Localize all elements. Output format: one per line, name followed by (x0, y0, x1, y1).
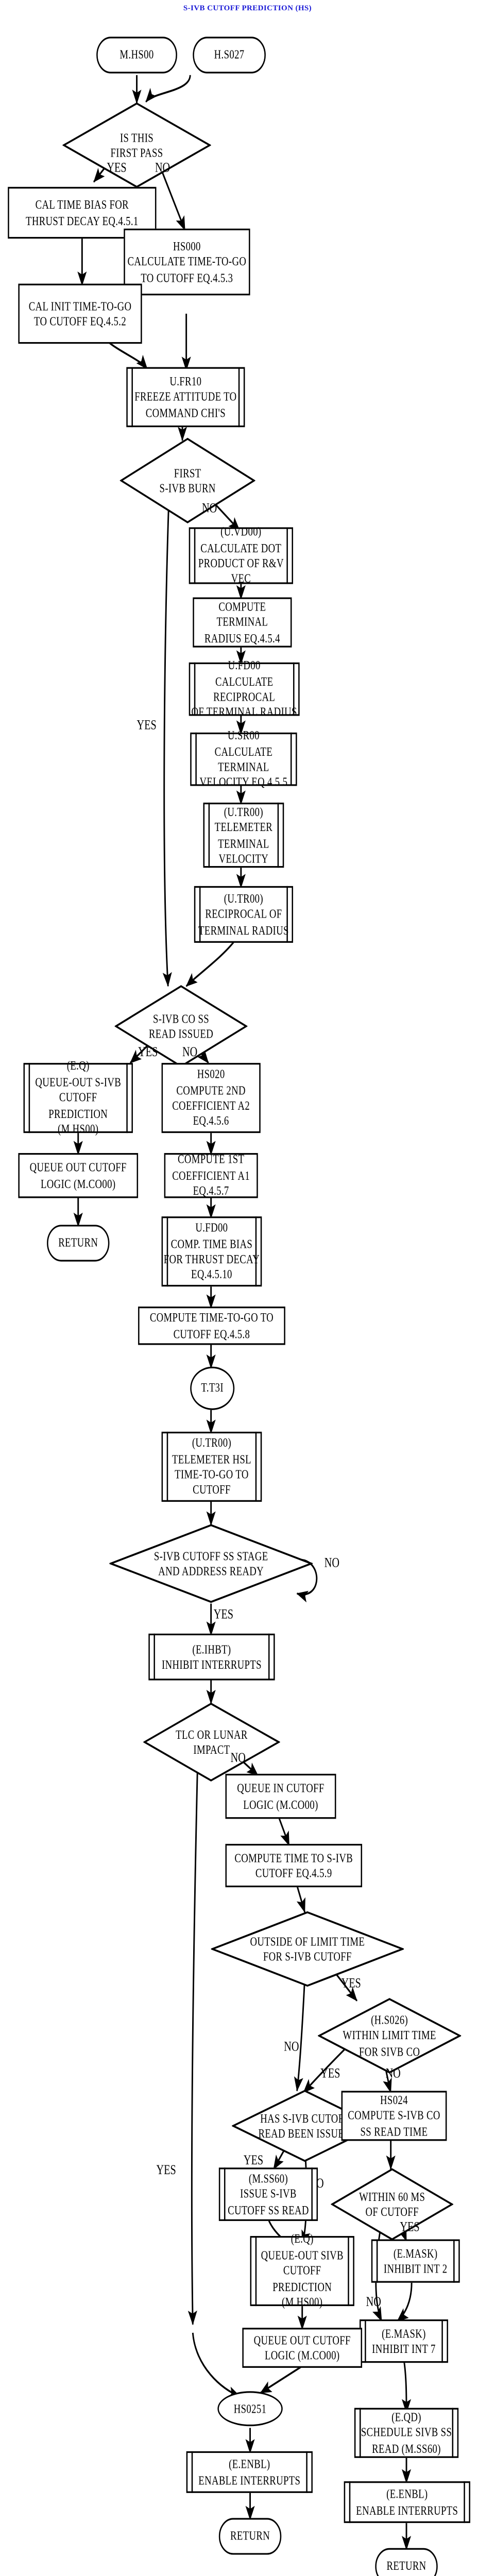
node-label: U.FR10 FREEZE ATTITUDE TO COMMAND CHI'S (134, 373, 237, 420)
node-label: U.SR00 CALCULATE TERMINAL VELOCITY EQ.4.… (199, 727, 288, 790)
node-label: IS THIS FIRST PASS (110, 129, 163, 160)
node-label: (M.SS60) ISSUE S-IVB CUTOFF SS READ (228, 2171, 309, 2217)
node-return-1[interactable]: RETURN (47, 1225, 110, 1262)
edge-label-no-4: NO (324, 1555, 339, 1570)
node-label: (U.TR00) RECIPROCAL OF TERMINAL RADIUS (198, 890, 289, 938)
edge-label-yes-5: YES (341, 1975, 361, 1991)
node-e-mask-inhibit-int-2[interactable]: (E.MASK) INHIBIT INT 2 (371, 2239, 460, 2283)
node-eq-queue-out-sivb-cutoff-prediction-2[interactable]: (E.Q) QUEUE-OUT SIVB CUTOFF PREDICTION (… (250, 2231, 354, 2310)
node-m-hs00[interactable]: M.HS00 (96, 37, 177, 74)
node-cal-init-ttg[interactable]: CAL INIT TIME-TO-GO TO CUTOFF EQ.4.5.2 (18, 283, 142, 344)
node-sivb-co-ss-read-issued[interactable]: S-IVB CO SS READ ISSUED (114, 985, 248, 1068)
node-u-fr10[interactable]: U.FR10 FREEZE ATTITUDE TO COMMAND CHI'S (126, 367, 245, 428)
node-first-sivb-burn[interactable]: FIRST S-IVB BURN (120, 437, 255, 524)
node-u-fd00-comp-time-bias[interactable]: U.FD00 COMP. TIME BIAS FOR THRUST DECAY … (161, 1216, 262, 1287)
node-within-60ms-of-cutoff[interactable]: WITHIN 60 MS OF CUTOFF (331, 2167, 454, 2241)
node-t-t3i[interactable]: T.T3I (190, 1366, 235, 1410)
node-return-3[interactable]: RETURN (375, 2548, 438, 2576)
node-queue-out-cutoff-logic-2[interactable]: QUEUE OUT CUTOFF LOGIC (M.CO00) (242, 2328, 363, 2368)
node-eq-queue-out-sivb-cutoff-prediction[interactable]: (E.Q) QUEUE-OUT S-IVB CUTOFF PREDICTION … (23, 1058, 133, 1137)
node-label: (E.QD) SCHEDULE SIVB SS READ (M.SS60) (361, 2409, 452, 2456)
node-label: OUTSIDE OF LIMIT TIME FOR S-IVB CUTOFF (250, 1933, 365, 1964)
node-label: (U.TR00) TELEMETER TERMINAL VELOCITY (214, 803, 273, 866)
node-label: (E.ENBL) ENABLE INTERRUPTS (198, 2456, 301, 2487)
edge-label-yes-8: YES (400, 2219, 420, 2234)
node-tlc-or-lunar-impact[interactable]: TLC OR LUNAR IMPACT (143, 1702, 280, 1782)
node-label: TLC OR LUNAR IMPACT (176, 1726, 248, 1757)
node-label: (E.MASK) INHIBIT INT 7 (372, 2325, 436, 2357)
node-u-sr00[interactable]: U.SR00 CALCULATE TERMINAL VELOCITY EQ.4.… (190, 727, 297, 790)
node-compute-time-to-sivb-cutoff[interactable]: COMPUTE TIME TO S-IVB CUTOFF EQ.4.5.9 (225, 1843, 363, 1888)
node-hs026-within-limit-time[interactable]: (H.S026) WITHIN LIMIT TIME FOR SIVB CO (318, 1997, 462, 2074)
node-e-ihbt-inhibit-interrupts[interactable]: (E.IHBT) INHIBIT INTERRUPTS (148, 1633, 275, 1681)
node-label: U.FD00 CALCULATE RECIPROCAL OF TERMINAL … (191, 657, 297, 720)
edge-label-yes-1: YES (107, 160, 127, 176)
node-has-sivb-cutoff-read-issued[interactable]: HAS S-IVB CUTOFF READ BEEN ISSUED (232, 2089, 378, 2163)
node-hs0251[interactable]: HS0251 (217, 2391, 283, 2427)
node-label: (E.MASK) INHIBIT INT 2 (383, 2245, 448, 2276)
node-e-mask-inhibit-int-7[interactable]: (E.MASK) INHIBIT INT 7 (359, 2319, 448, 2363)
node-compute-terminal-radius[interactable]: COMPUTE TERMINAL RADIUS EQ.4.5.4 (193, 597, 292, 648)
node-label: S-IVB CO SS READ ISSUED (148, 1010, 214, 1042)
node-compute-1st-coefficient[interactable]: COMPUTE 1ST COEFFICIENT A1 EQ.4.5.7 (164, 1152, 258, 1198)
node-outside-limit-time[interactable]: OUTSIDE OF LIMIT TIME FOR S-IVB CUTOFF (211, 1910, 404, 1987)
node-is-first-pass[interactable]: IS THIS FIRST PASS (62, 102, 211, 189)
edge-label-no-7: NO (385, 2065, 401, 2081)
node-e-enbl-enable-interrupts-2[interactable]: (E.ENBL) ENABLE INTERRUPTS (344, 2481, 470, 2523)
node-label: (U.VD00) CALCULATE DOT PRODUCT OF R&V VE… (198, 524, 284, 587)
edge-label-no-6: NO (284, 2039, 299, 2055)
node-u-tr00-reciprocal[interactable]: (U.TR00) RECIPROCAL OF TERMINAL RADIUS (194, 886, 294, 943)
node-u-vd00[interactable]: (U.VD00) CALCULATE DOT PRODUCT OF R&V VE… (189, 524, 294, 587)
edge-label-no-1: NO (155, 160, 170, 176)
node-label: (H.S026) WITHIN LIMIT TIME FOR SIVB CO (343, 2012, 436, 2059)
node-u-tr00-terminal-velocity[interactable]: (U.TR00) TELEMETER TERMINAL VELOCITY (203, 802, 284, 868)
node-label: WITHIN 60 MS OF CUTOFF (359, 2188, 425, 2219)
node-hs020[interactable]: HS020 COMPUTE 2ND COEFFICIENT A2 EQ.4.5.… (161, 1063, 261, 1133)
edge-label-yes-7: YES (243, 2153, 264, 2168)
edge-label-no-2: NO (201, 500, 217, 516)
edge-label-yes-9: YES (156, 2162, 176, 2178)
node-return-2[interactable]: RETURN (218, 2518, 282, 2555)
node-queue-out-cutoff-logic[interactable]: QUEUE OUT CUTOFF LOGIC (M.CO00) (18, 1153, 139, 1198)
node-label: U.FD00 COMP. TIME BIAS FOR THRUST DECAY … (163, 1219, 260, 1282)
edge-label-yes-6: YES (320, 2065, 340, 2081)
node-queue-in-cutoff-logic[interactable]: QUEUE IN CUTOFF LOGIC (M.CO00) (225, 1773, 336, 1819)
node-m-ss60-issue-sivb-cutoff-ss-read[interactable]: (M.SS60) ISSUE S-IVB CUTOFF SS READ (218, 2167, 318, 2221)
edge-label-no-3: NO (182, 1044, 198, 1060)
edge-label-yes-4: YES (213, 1607, 233, 1622)
node-hs024-compute-sivb-co-ss-read-time[interactable]: HS024 COMPUTE S-IVB CO SS READ TIME (341, 2091, 447, 2141)
node-e-enbl-enable-interrupts-1[interactable]: (E.ENBL) ENABLE INTERRUPTS (186, 2451, 313, 2493)
node-compute-ttg-cutoff[interactable]: COMPUTE TIME-TO-GO TO CUTOFF EQ.4.5.8 (138, 1307, 285, 1345)
edge-label-no-5: NO (230, 1750, 246, 1766)
page-title: S-IVB CUTOFF PREDICTION (HS) (183, 4, 312, 12)
node-label: (U.TR00) TELEMETER HSL TIME-TO-GO TO CUT… (172, 1435, 251, 1498)
node-label: (E.Q) QUEUE-OUT S-IVB CUTOFF PREDICTION … (35, 1058, 122, 1137)
node-u-tr00-telemeter-hsl[interactable]: (U.TR00) TELEMETER HSL TIME-TO-GO TO CUT… (161, 1431, 262, 1502)
node-e-qd-schedule-sivb-ss-read[interactable]: (E.QD) SCHEDULE SIVB SS READ (M.SS60) (354, 2408, 459, 2458)
node-label: (E.IHBT) INHIBIT INTERRUPTS (161, 1641, 262, 1672)
node-u-fd00-reciprocal[interactable]: U.FD00 CALCULATE RECIPROCAL OF TERMINAL … (189, 657, 300, 720)
node-label: S-IVB CUTOFF SS STAGE AND ADDRESS READY (153, 1548, 268, 1579)
edge-label-yes-3: YES (138, 1044, 158, 1060)
edge-label-no-9: NO (366, 2294, 381, 2310)
node-label: (E.Q) QUEUE-OUT SIVB CUTOFF PREDICTION (… (261, 2231, 344, 2310)
node-h-s027[interactable]: H.S027 (193, 37, 266, 74)
node-label: (E.ENBL) ENABLE INTERRUPTS (356, 2486, 458, 2517)
edge-label-yes-2: YES (136, 717, 157, 733)
node-label: FIRST S-IVB BURN (159, 465, 216, 496)
node-sivb-cutoff-ss-stage-ready[interactable]: S-IVB CUTOFF SS STAGE AND ADDRESS READY (109, 1523, 313, 1603)
node-hs000[interactable]: HS000 CALCULATE TIME-TO-GO TO CUTOFF EQ.… (124, 228, 250, 296)
